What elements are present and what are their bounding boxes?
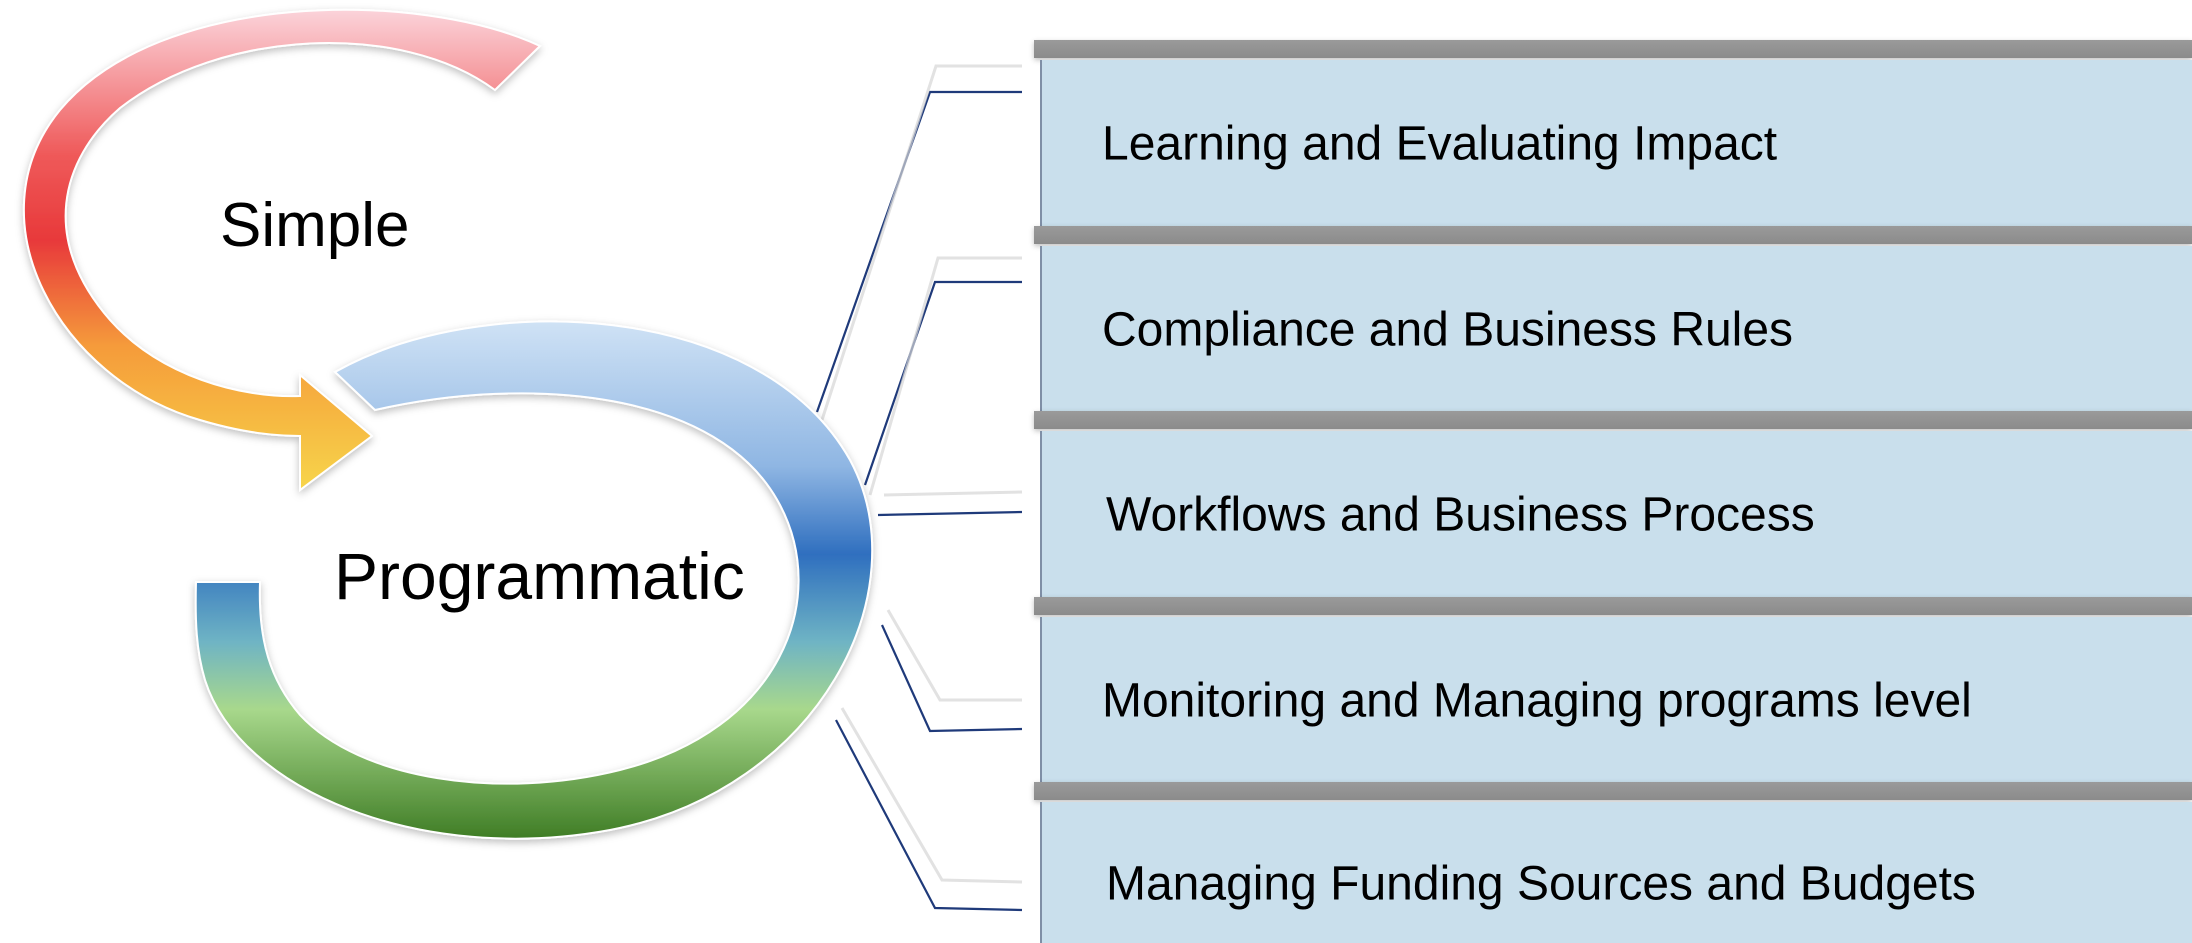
item-box-4: Monitoring and Managing programs level xyxy=(1034,597,2192,785)
item-label: Workflows and Business Process xyxy=(1106,488,1815,542)
item-box-2: Compliance and Business Rules xyxy=(1034,226,2192,414)
item-box-header xyxy=(1034,411,2192,429)
item-box-body: Managing Funding Sources and Budgets xyxy=(1040,802,2192,943)
item-label: Compliance and Business Rules xyxy=(1102,303,1794,357)
item-label: Monitoring and Managing programs level xyxy=(1102,674,1972,728)
item-box-body: Monitoring and Managing programs level xyxy=(1040,617,2192,785)
item-label: Learning and Evaluating Impact xyxy=(1102,117,1778,171)
item-box-header xyxy=(1034,782,2192,800)
cycle-top-label: Simple xyxy=(220,191,410,260)
connector-5 xyxy=(835,719,1023,912)
connector-3 xyxy=(877,510,1023,517)
connector-2 xyxy=(863,280,1022,486)
connector-1 xyxy=(815,90,1022,413)
bottom-ring-arc xyxy=(194,320,874,840)
item-box-3: Workflows and Business Process xyxy=(1034,411,2192,599)
item-box-body: Workflows and Business Process xyxy=(1040,431,2192,599)
item-box-header xyxy=(1034,40,2192,58)
cycle-bottom-label: Programmatic xyxy=(334,539,745,613)
connector-4 xyxy=(880,624,1023,733)
connector-lines xyxy=(815,90,1023,912)
item-box-header xyxy=(1034,226,2192,244)
item-label: Managing Funding Sources and Budgets xyxy=(1106,857,1976,911)
top-arrow-arc xyxy=(22,8,542,492)
item-box-body: Learning and Evaluating Impact xyxy=(1040,60,2192,228)
item-box-1: Learning and Evaluating Impact xyxy=(1034,40,2192,228)
item-box-5: Managing Funding Sources and Budgets xyxy=(1034,782,2192,943)
item-box-body: Compliance and Business Rules xyxy=(1040,246,2192,414)
item-box-header xyxy=(1034,597,2192,615)
